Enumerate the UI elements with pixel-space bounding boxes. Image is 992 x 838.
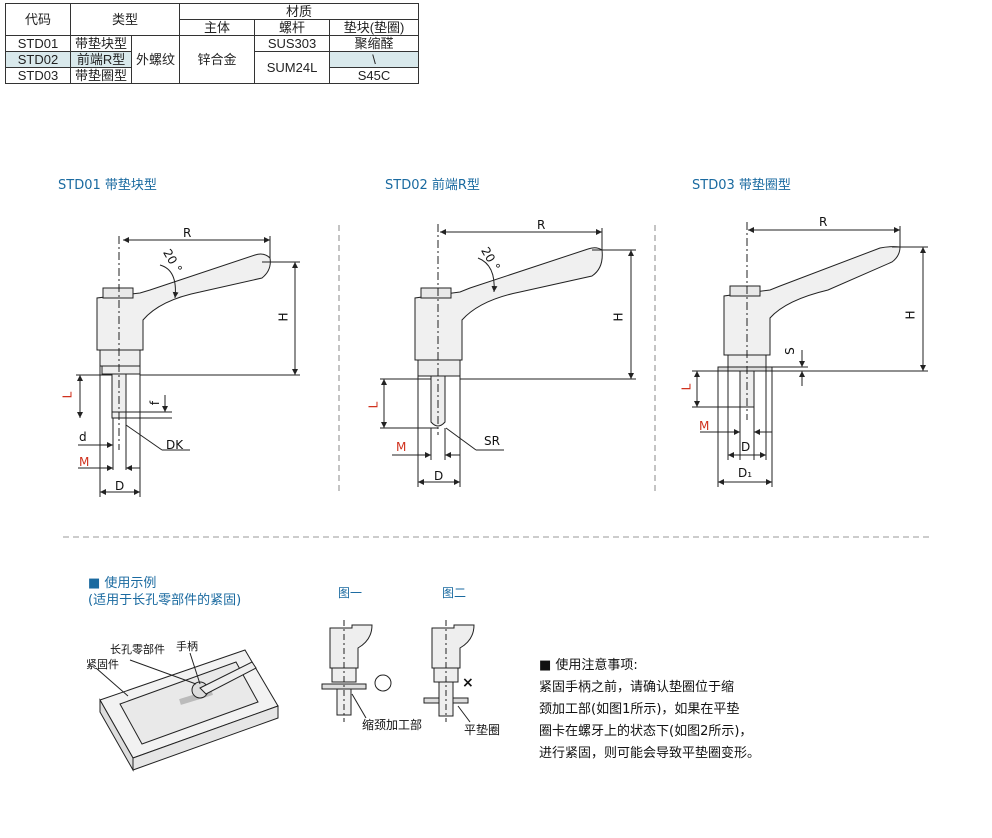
notes-title: ■ 使用注意事项: bbox=[539, 658, 638, 673]
dim-H: H bbox=[276, 312, 291, 322]
header-type: 类型 bbox=[69, 3, 181, 36]
dim-R: R bbox=[537, 218, 546, 232]
fig1-drawing bbox=[321, 620, 392, 722]
label-fastener: 紧固件 bbox=[86, 658, 119, 671]
dim-L: L bbox=[366, 401, 381, 409]
fig2-title: 图二 bbox=[442, 586, 467, 600]
spec-table: 代码 类型 材质 主体 螺杆 垫块(垫圈) STD01 带垫块型 外螺纹 锌合金… bbox=[5, 3, 420, 84]
std03-title: STD03 带垫圈型 bbox=[692, 178, 791, 193]
usage-notes: ■ 使用注意事项: 紧固手柄之前，请确认垫圈位于缩 颈加工部(如图1所示)，如果… bbox=[539, 655, 760, 765]
label-handle: 手柄 bbox=[176, 640, 198, 653]
usage-subtitle: (适用于长孔零部件的紧固) bbox=[88, 593, 242, 608]
notes-line: 圈卡在螺牙上的状态下(如图2所示)， bbox=[539, 724, 753, 739]
dim-R: R bbox=[183, 226, 192, 240]
dim-D1: D₁ bbox=[738, 466, 753, 480]
usage-illustration bbox=[95, 649, 279, 772]
body-material-cell: 锌合金 bbox=[179, 35, 256, 84]
dim-L: L bbox=[60, 391, 75, 399]
notes-line: 进行紧固，则可能会导致平垫圈变形。 bbox=[539, 746, 761, 761]
dim-R: R bbox=[819, 215, 828, 229]
label-washer: 平垫圈 bbox=[464, 723, 501, 737]
dim-H: H bbox=[611, 312, 626, 322]
dim-M: M bbox=[79, 455, 90, 469]
thread-cell: 外螺纹 bbox=[131, 35, 181, 84]
header-code: 代码 bbox=[5, 3, 71, 36]
label-slot-part: 长孔零部件 bbox=[110, 643, 165, 656]
std02-title: STD02 前端R型 bbox=[385, 178, 480, 193]
ng-mark-icon: × bbox=[462, 675, 474, 691]
dim-L: L bbox=[679, 383, 694, 391]
pad-cell: \ bbox=[329, 51, 420, 68]
row-type: 带垫块型 bbox=[69, 35, 133, 52]
pad-cell: 聚缩醛 bbox=[329, 35, 420, 52]
fig2-drawing bbox=[423, 620, 475, 723]
fig1-title: 图一 bbox=[338, 586, 363, 600]
notes-line: 颈加工部(如图1所示)，如果在平垫 bbox=[539, 702, 740, 717]
std01-drawing bbox=[76, 236, 300, 497]
row-type: 带垫圈型 bbox=[69, 67, 133, 84]
std01-title: STD01 带垫块型 bbox=[58, 178, 157, 193]
dim-S: S bbox=[782, 347, 797, 355]
dim-H: H bbox=[903, 310, 918, 320]
ok-circle bbox=[374, 674, 392, 692]
dim-D: D bbox=[741, 440, 751, 454]
dim-M: M bbox=[699, 419, 710, 433]
dim-D: D bbox=[434, 469, 444, 483]
dim-D: D bbox=[115, 479, 125, 493]
pad-cell: S45C bbox=[329, 67, 420, 84]
row-code: STD03 bbox=[5, 67, 71, 84]
notes-line: 紧固手柄之前，请确认垫圈位于缩 bbox=[539, 680, 735, 695]
screw-cell: SUS303 bbox=[254, 35, 331, 52]
dim-DK: DK bbox=[166, 438, 184, 452]
dim-f: f bbox=[148, 400, 163, 406]
std02-drawing bbox=[380, 224, 636, 487]
usage-title: ■ 使用示例 bbox=[88, 576, 157, 591]
row-code: STD01 bbox=[5, 35, 71, 52]
dim-M: M bbox=[396, 440, 407, 454]
label-neck: 缩颈加工部 bbox=[362, 718, 423, 732]
dim-d: d bbox=[79, 430, 87, 444]
std03-drawing bbox=[692, 222, 928, 487]
dim-SR: SR bbox=[484, 434, 500, 448]
